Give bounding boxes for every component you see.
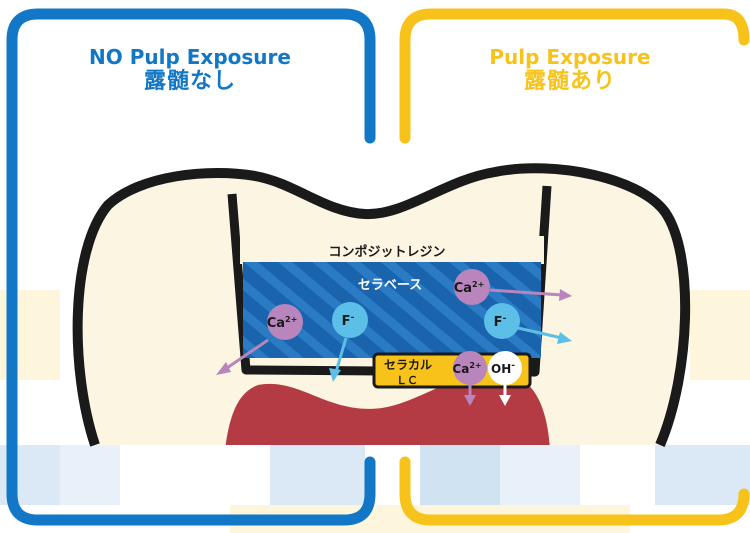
liner-label-line2: ＬＣ xyxy=(396,374,418,387)
svg-text:Ca2+: Ca2+ xyxy=(267,315,298,331)
composite-label: コンポジットレジン xyxy=(328,244,445,260)
oh-arrow-down-head xyxy=(499,395,511,406)
svg-text:OH-: OH- xyxy=(491,361,515,376)
ca-arrow-left-head xyxy=(216,362,231,375)
svg-text:Ca2+: Ca2+ xyxy=(454,280,485,296)
f-arrow-right-head xyxy=(557,332,572,344)
right-title-japanese: 露髄あり xyxy=(523,69,616,94)
ion-arrows xyxy=(216,288,572,406)
f-arrow-left-head xyxy=(329,368,341,382)
right-panel-title: Pulp Exposure 露髄あり xyxy=(440,45,700,95)
ca-ion-right: Ca2+ xyxy=(454,269,490,305)
tooth-outline xyxy=(72,163,691,447)
svg-text:F-: F- xyxy=(342,313,355,329)
left-title-japanese: 露髄なし xyxy=(143,69,236,94)
f-ion-left: F- xyxy=(332,302,368,338)
ca-arrow-down-head xyxy=(464,395,476,406)
ca-arrow-right-head xyxy=(559,289,572,301)
left-panel-title: NO Pulp Exposure 露髄なし xyxy=(60,45,320,95)
f-ion-right: F- xyxy=(484,303,520,339)
svg-text:Ca2+: Ca2+ xyxy=(452,361,481,376)
ca-arrow-left xyxy=(223,338,269,372)
f-arrow-left xyxy=(334,337,348,373)
svg-text:F-: F- xyxy=(494,314,507,330)
left-panel-frame xyxy=(6,8,376,526)
ca-arrow-right xyxy=(489,288,563,297)
left-title-english: NO Pulp Exposure xyxy=(89,45,291,69)
base-label: セラベース xyxy=(358,278,422,293)
liner-label-line1: セラカル xyxy=(384,358,432,372)
right-title-english: Pulp Exposure xyxy=(489,45,651,69)
ca-ion-liner: Ca2+ xyxy=(452,351,487,385)
right-panel-frame xyxy=(399,8,750,526)
oh-ion-liner: OH- xyxy=(488,351,522,385)
ca-ion-left: Ca2+ xyxy=(267,304,303,340)
f-arrow-right xyxy=(517,326,563,340)
composite-layer xyxy=(240,236,544,264)
